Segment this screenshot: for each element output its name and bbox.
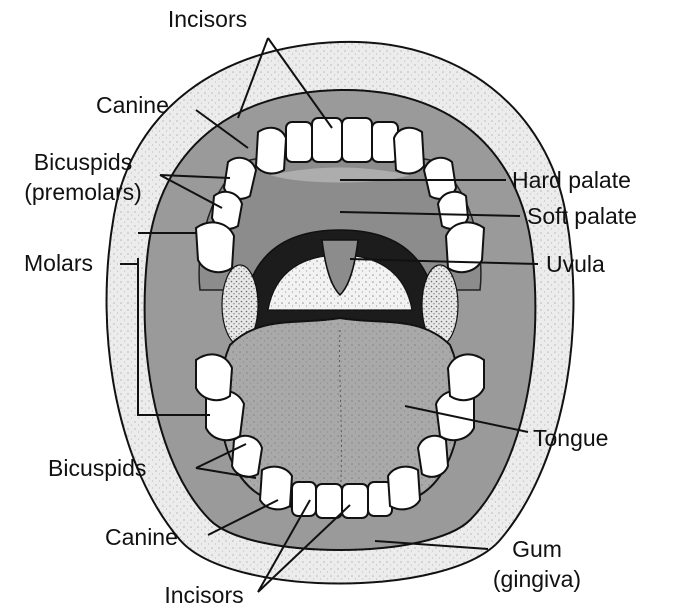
label-soft-palate: Soft palate — [527, 205, 637, 228]
label-incisors-top: Incisors — [155, 8, 260, 31]
label-gingiva: (gingiva) — [478, 568, 596, 591]
label-gum: Gum — [478, 538, 596, 561]
upper-molar — [446, 222, 484, 272]
label-premolars: (premolars) — [6, 181, 160, 204]
upper-canine — [394, 128, 424, 174]
label-bicuspids-bottom: Bicuspids — [48, 457, 146, 480]
upper-incisor — [312, 118, 342, 162]
label-molars: Molars — [24, 252, 93, 275]
lower-bicuspid — [232, 436, 262, 477]
upper-molar — [196, 222, 234, 272]
lower-molar — [196, 354, 232, 400]
label-tongue: Tongue — [533, 427, 608, 450]
label-canine-bottom: Canine — [105, 526, 178, 549]
label-uvula: Uvula — [546, 253, 605, 276]
label-canine-top: Canine — [96, 94, 169, 117]
label-hard-palate: Hard palate — [512, 169, 631, 192]
label-bicuspids-top: Bicuspids — [8, 151, 158, 174]
lower-molar — [448, 354, 484, 400]
lower-canine — [388, 467, 420, 510]
lower-incisor — [316, 484, 342, 518]
lower-incisor — [342, 484, 368, 518]
upper-canine — [256, 128, 286, 174]
label-incisors-bottom: Incisors — [150, 584, 258, 607]
upper-incisor — [286, 122, 312, 162]
upper-incisor — [342, 118, 372, 162]
lower-canine — [260, 467, 292, 510]
lower-bicuspid — [418, 436, 448, 477]
